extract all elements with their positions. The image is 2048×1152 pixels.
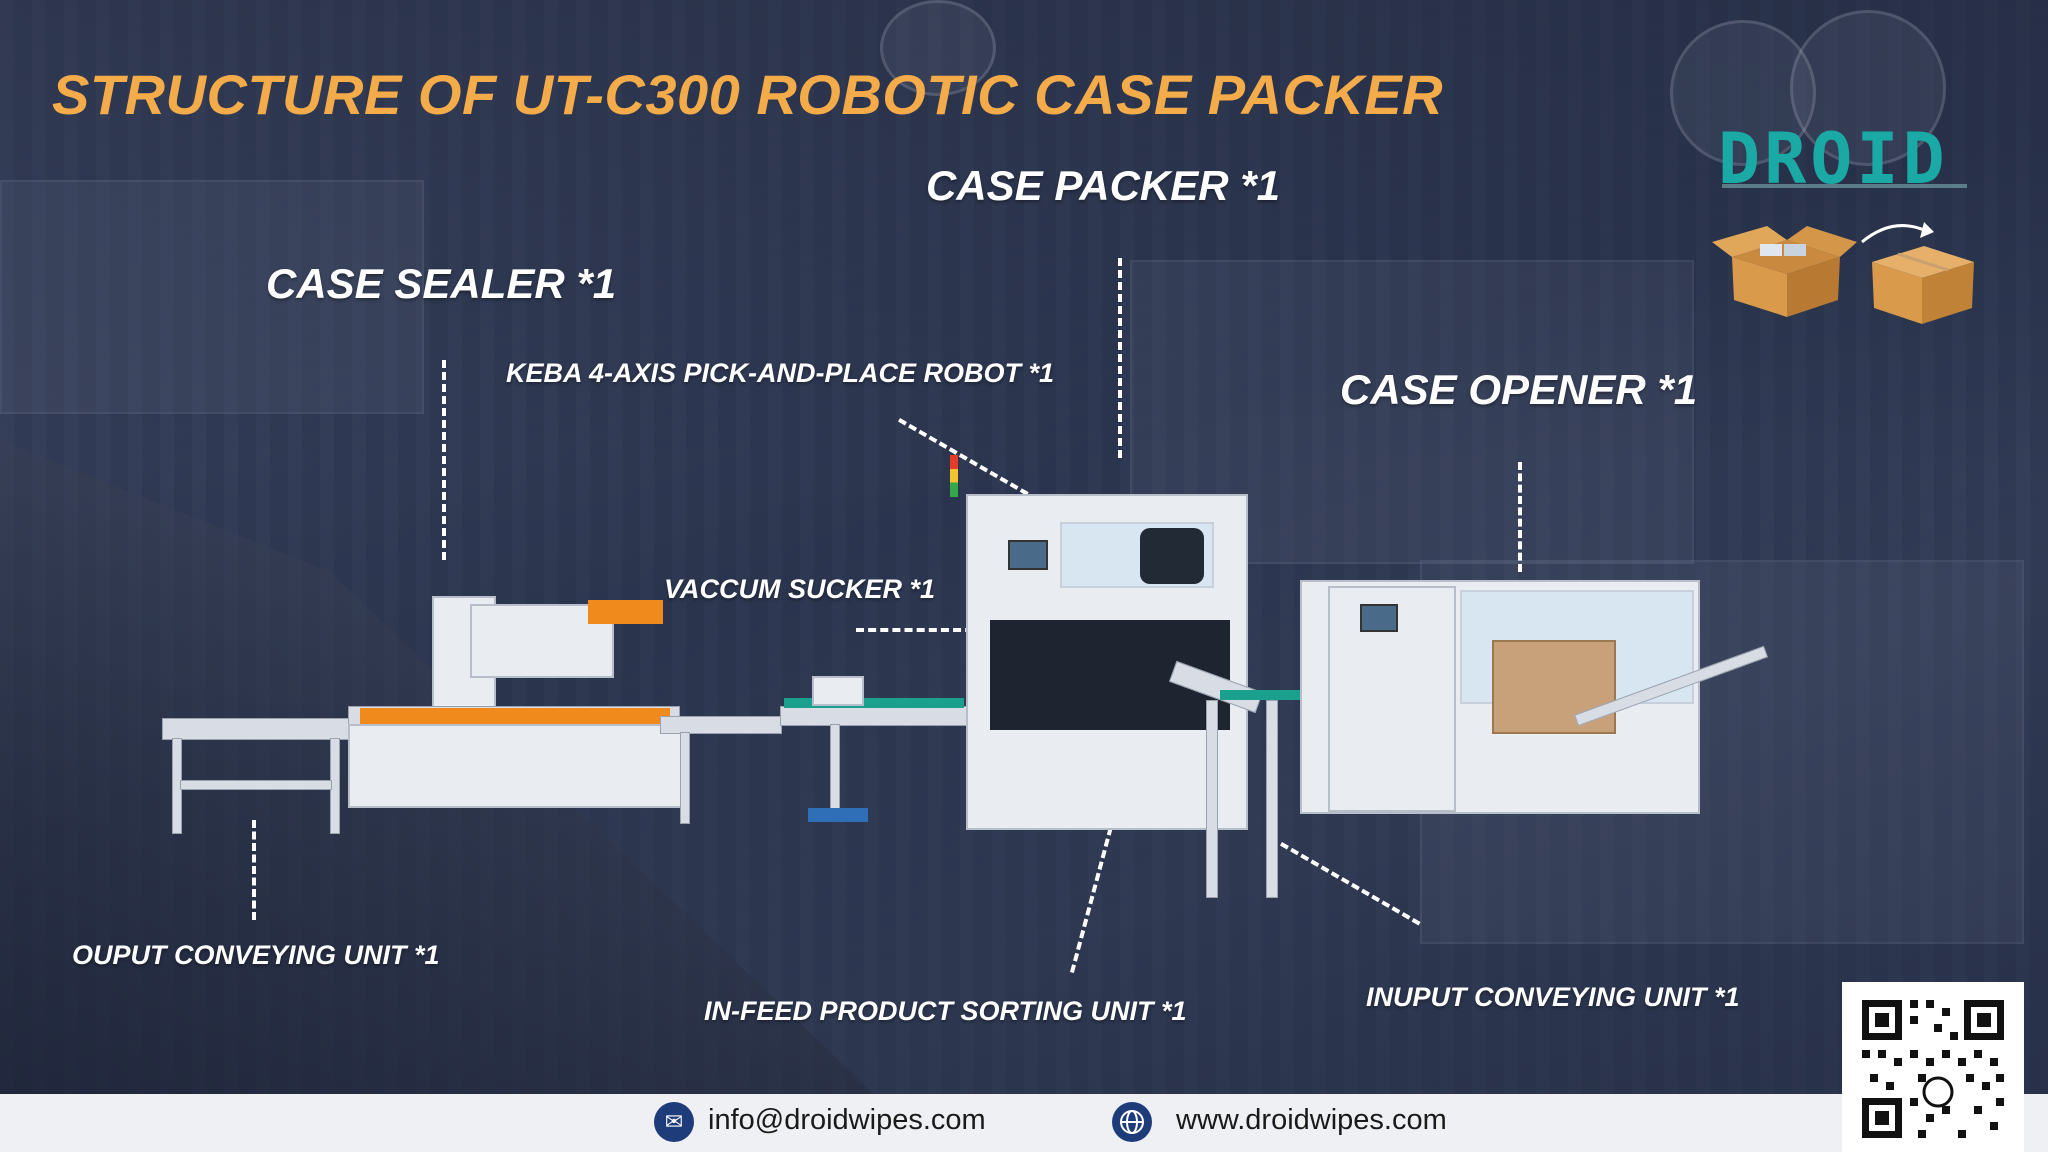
case-opener-cartons xyxy=(1492,640,1616,734)
qr-code-pattern xyxy=(1862,1000,2004,1138)
label-infeed-sorting: IN-FEED PRODUCT SORTING UNIT *1 xyxy=(704,996,1187,1026)
closed-box-icon xyxy=(1872,246,1974,324)
transfer-conveyor xyxy=(660,716,782,734)
transfer-conveyor-leg xyxy=(680,732,690,824)
robot-motor xyxy=(1140,528,1204,584)
bg-reel-2 xyxy=(1790,10,1946,166)
footer-bar xyxy=(0,1094,2048,1152)
bg-reel-3 xyxy=(880,0,996,96)
label-input-conveying: INUPUT CONVEYING UNIT *1 xyxy=(1366,982,1740,1012)
checkweigher xyxy=(780,706,972,726)
signal-tower xyxy=(950,455,958,497)
output-conveyor-bed xyxy=(162,718,354,740)
checkweigher-belt xyxy=(784,698,964,708)
page-title: STRUCTURE OF UT-C300 ROBOTIC CASE PACKER xyxy=(52,63,1444,126)
globe-icon xyxy=(1112,1102,1152,1142)
label-output-conveying: OUPUT CONVEYING UNIT *1 xyxy=(72,940,440,970)
label-vacuum-sucker: VACCUM SUCKER *1 xyxy=(664,574,936,604)
checkweigher-display xyxy=(812,676,864,706)
arrow-icon xyxy=(1861,224,1925,244)
label-case-sealer: CASE SEALER *1 xyxy=(266,260,617,307)
label-case-packer: CASE PACKER *1 xyxy=(926,162,1280,209)
case-sealer-orange-belt xyxy=(360,708,670,724)
footer-email[interactable]: info@droidwipes.com xyxy=(708,1104,986,1136)
infeed-belt xyxy=(1220,690,1300,700)
case-packer-hmi-screen xyxy=(1008,540,1048,570)
whatsapp-icon xyxy=(1922,1076,1954,1108)
open-box-icon xyxy=(1712,226,1857,317)
label-case-opener: CASE OPENER *1 xyxy=(1340,366,1698,413)
leader-vacuum-sucker xyxy=(856,628,1046,632)
infeed-sorting-leg xyxy=(1266,700,1278,898)
case-opener-hmi-screen xyxy=(1360,604,1398,632)
case-sealer-body xyxy=(348,724,682,808)
leader-output-conveying xyxy=(252,820,256,920)
bg-machine-left xyxy=(0,180,424,414)
infeed-sorting-leg xyxy=(1206,700,1218,898)
leader-case-opener xyxy=(1518,462,1522,572)
label-robot: KEBA 4-AXIS PICK-AND-PLACE ROBOT *1 xyxy=(506,358,1055,388)
box-illustration xyxy=(1712,222,1974,324)
checkweigher-base xyxy=(808,808,868,822)
email-icon: ✉ xyxy=(654,1102,694,1142)
footer-website[interactable]: www.droidwipes.com xyxy=(1176,1104,1447,1136)
logo-tagline-bar xyxy=(1722,184,1967,188)
leader-case-packer xyxy=(1118,258,1122,458)
leader-case-sealer xyxy=(442,360,446,560)
case-sealer-orange-arm xyxy=(588,600,663,624)
output-conveyor-brace xyxy=(180,780,332,790)
qr-code[interactable] xyxy=(1842,982,2024,1152)
